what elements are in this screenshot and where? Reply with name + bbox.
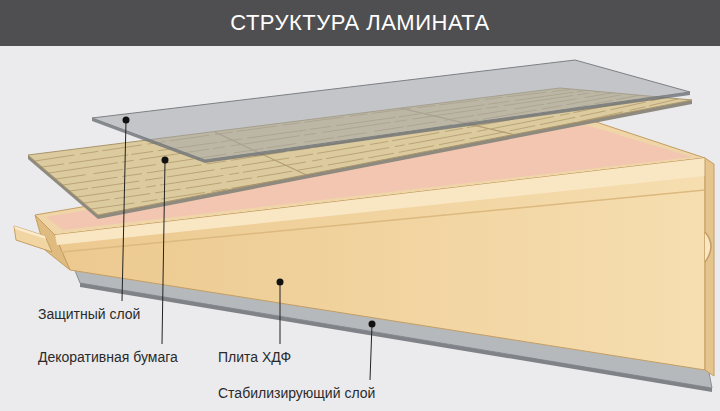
leader-dot <box>369 321 376 328</box>
title-text: СТРУКТУРА ЛАМИНАТА <box>0 0 720 46</box>
part-label: Защитный слой <box>38 306 140 322</box>
part-label: Стабилизирующий слой <box>218 385 375 401</box>
leader-line <box>370 324 372 380</box>
tongue-highlight <box>14 226 46 239</box>
leader-dot <box>162 157 169 164</box>
part-label: Декоративная бумага <box>38 349 178 365</box>
leader-line <box>122 120 126 301</box>
leader-line <box>280 282 281 344</box>
board-right-end <box>705 158 714 376</box>
board-tongue <box>14 226 52 252</box>
title-bar <box>0 0 720 46</box>
part-label: Плита ХДФ <box>218 349 291 365</box>
protective-sheet <box>92 60 690 160</box>
leader-dot <box>123 117 130 124</box>
board-groove <box>705 232 711 262</box>
leader-line <box>162 160 165 344</box>
leader-dot <box>277 279 284 286</box>
